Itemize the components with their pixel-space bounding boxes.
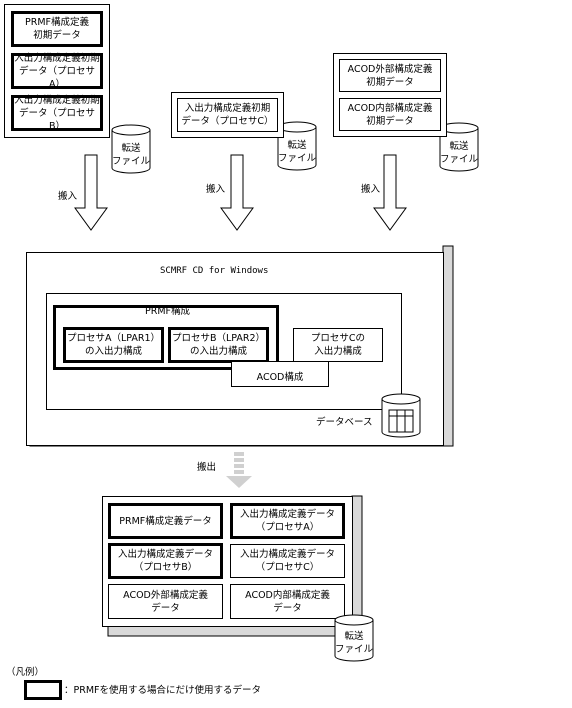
acod-config: ACOD構成: [231, 361, 329, 387]
prmf-def-data: PRMF構成定義データ: [108, 503, 223, 539]
import-label-acod: 搬入: [361, 184, 381, 195]
database-label: データベース: [316, 417, 373, 428]
import-label-a: 搬入: [58, 191, 78, 202]
import-arrow-acod: [373, 154, 407, 231]
io-def-data-a: 入出力構成定義データ （プロセサA）: [230, 503, 345, 539]
scmrf-title: SCMRF CD for Windows: [160, 266, 269, 276]
transfer-file-label-output: 転送 ファイル: [335, 631, 374, 655]
acod-ext-def-data: ACOD外部構成定義 データ: [108, 584, 223, 619]
legend-swatch: [24, 680, 62, 700]
import-label-c: 搬入: [206, 184, 226, 195]
export-arrow: [226, 452, 252, 488]
io-def-data-c: 入出力構成定義データ （プロセサC）: [230, 544, 345, 578]
transfer-file-label-c: 転送 ファイル: [278, 140, 317, 164]
cylinder-acod: [439, 122, 479, 172]
transfer-file-label-acod: 転送 ファイル: [440, 141, 479, 165]
prmf-initial-data: PRMF構成定義 初期データ: [11, 11, 103, 47]
legend-title: （凡例）: [6, 667, 45, 678]
acod-int-initial-data: ACOD内部構成定義 初期データ: [339, 98, 441, 131]
import-arrow-c: [220, 154, 254, 231]
import-arrow-a: [74, 154, 108, 231]
acod-ext-initial-data: ACOD外部構成定義 初期データ: [339, 59, 441, 92]
proc-a-io-config: プロセサA（LPAR1） の入出力構成: [63, 327, 164, 363]
prmf-config-label: PRMF構成: [145, 306, 190, 317]
legend-text: ：PRMFを使用する場合にだけ使用するデータ: [64, 685, 261, 696]
io-initial-data-b: 入出力構成定義初期 データ（プロセサB）: [11, 95, 103, 132]
io-initial-data-c: 入出力構成定義初期 データ（プロセサC）: [177, 98, 278, 132]
proc-b-io-config: プロセサB（LPAR2） の入出力構成: [168, 327, 269, 363]
export-label: 搬出: [197, 462, 217, 473]
acod-int-def-data: ACOD内部構成定義 データ: [230, 584, 345, 619]
io-initial-data-a: 入出力構成定義初期 データ（プロセサA）: [11, 53, 103, 90]
cylinder-a: [111, 124, 151, 174]
io-def-data-b: 入出力構成定義データ （プロセサB）: [108, 543, 223, 579]
proc-c-io-config: プロセサCの 入出力構成: [293, 328, 383, 362]
transfer-file-label-a: 転送 ファイル: [112, 143, 151, 167]
